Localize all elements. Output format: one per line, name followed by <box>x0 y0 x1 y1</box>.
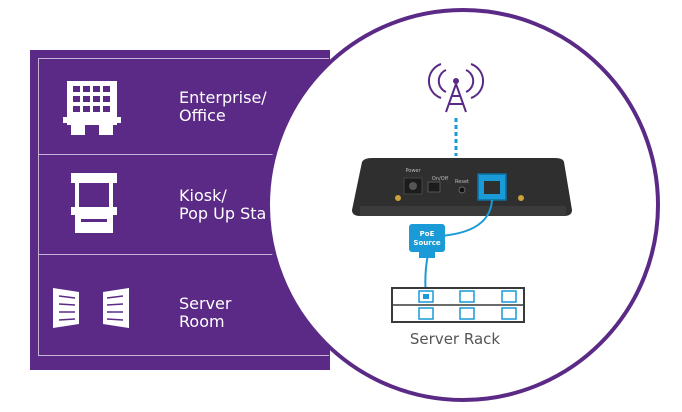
power-port-label: Power <box>405 168 421 174</box>
poe-source-box <box>409 224 445 258</box>
kiosk-icon <box>71 173 117 233</box>
environment-list: Enterprise/ Office Kiosk/ Pop Up Stand <box>38 58 329 356</box>
poe-label-line1: PoE <box>420 230 435 238</box>
poe-label-line2: Source <box>413 239 440 247</box>
server-rack <box>391 287 525 323</box>
onoff-port-label: On/Off <box>432 176 449 182</box>
row-divider <box>39 154 329 155</box>
cell-tower-icon <box>427 63 485 113</box>
office-building-icon <box>63 81 121 135</box>
row-label-server-room: Server Room <box>179 294 232 331</box>
row-label-enterprise: Enterprise/ Office <box>179 88 267 125</box>
router-device <box>352 158 572 216</box>
server-room-icon <box>53 288 129 328</box>
reset-port-label: Reset <box>455 179 469 185</box>
ethernet-cable <box>439 199 493 237</box>
server-rack-label: Server Rack <box>409 330 501 348</box>
row-divider <box>39 254 329 255</box>
